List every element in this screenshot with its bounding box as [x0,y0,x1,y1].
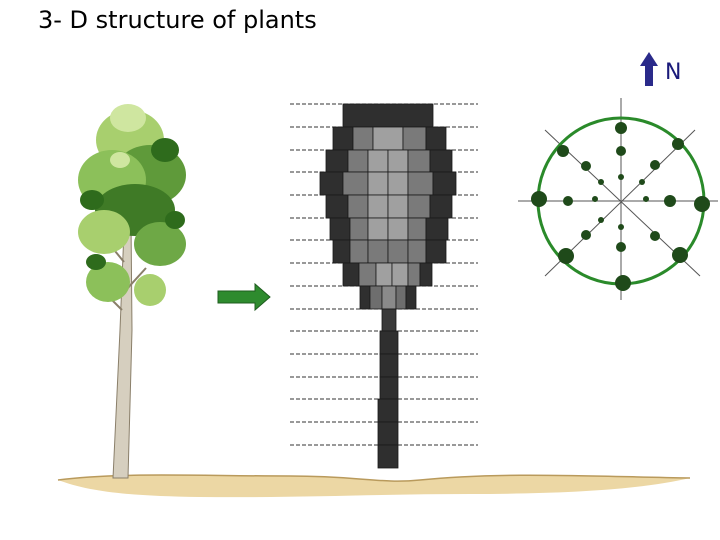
north-arrow-icon [640,52,658,86]
voxel-tree-model [319,103,457,469]
tree-illustration [78,104,186,479]
right-arrow-icon [217,282,271,312]
ground [58,475,690,498]
crown-projection-plan [518,98,718,300]
crown-points [531,122,710,291]
page-title: 3- D structure of plants [38,6,317,34]
ground-edge [57,474,691,482]
north-label: N [665,60,682,85]
tree-foliage [78,104,186,306]
